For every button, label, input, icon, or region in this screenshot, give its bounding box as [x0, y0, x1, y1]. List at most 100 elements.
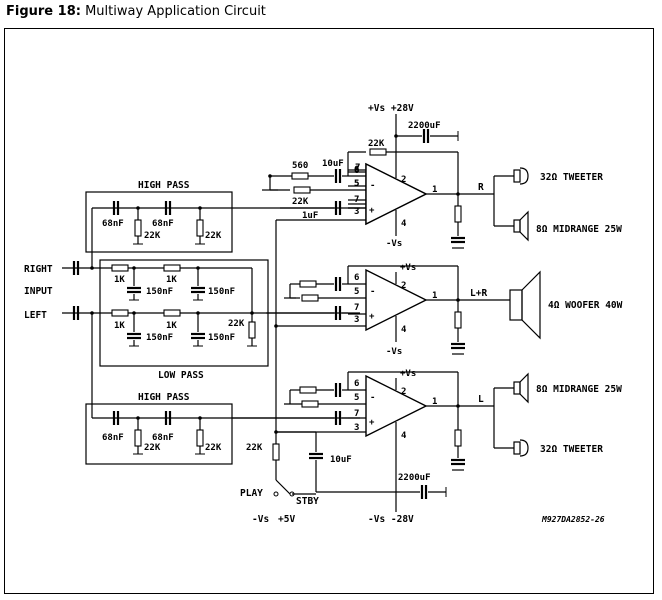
svg-text:3: 3 [354, 207, 359, 217]
svg-text:5: 5 [354, 393, 359, 403]
svg-text:68nF: 68nF [102, 433, 124, 443]
svg-text:7: 7 [354, 409, 359, 419]
resistor-22k-standby [272, 443, 280, 461]
resistor-22k [301, 294, 319, 302]
svg-text:22K: 22K [144, 231, 161, 241]
svg-text:1K: 1K [166, 275, 177, 285]
svg-text:150nF: 150nF [146, 287, 173, 297]
left-input-label: LEFT [24, 310, 47, 321]
supply-play-neg: -Vs [252, 514, 269, 525]
diagram-frame [4, 28, 654, 594]
svg-text:150nF: 150nF [146, 333, 173, 343]
svg-text:1: 1 [432, 397, 437, 407]
resistor-22k [293, 186, 311, 194]
feedback-resistor-22k-r [369, 148, 387, 156]
resistor-560 [299, 280, 317, 288]
tweeter-l-label: 32Ω TWEETER [540, 444, 603, 455]
amp2-neg-supply: -Vs [386, 347, 402, 357]
svg-text:68nF: 68nF [152, 219, 174, 229]
tweeter-r-label: 32Ω TWEETER [540, 172, 603, 183]
svg-text:1K: 1K [114, 275, 125, 285]
svg-text:560: 560 [292, 161, 308, 171]
svg-text:4: 4 [401, 431, 407, 441]
svg-text:1uF: 1uF [302, 211, 318, 221]
midrange-l-icon [513, 372, 529, 404]
capacitor-1uf [334, 199, 342, 217]
woofer-icon [509, 270, 541, 340]
svg-text:7: 7 [354, 195, 359, 205]
capacitor-10uf [334, 381, 342, 399]
high-pass-bottom-label: HIGH PASS [138, 392, 190, 403]
output-l-label: L [478, 394, 484, 405]
zobel-capacitor-lr [449, 342, 467, 350]
play-standby-switch [275, 479, 291, 495]
svg-text:6: 6 [354, 379, 359, 389]
supply-top-label: +Vs +28V [368, 103, 414, 114]
zobel-resistor-lr [454, 311, 462, 329]
amp2-pos-supply: +Vs [400, 263, 416, 273]
resistor-22k [301, 400, 319, 408]
zobel-resistor-l [454, 429, 462, 447]
svg-text:7: 7 [354, 303, 359, 313]
svg-text:+: + [369, 418, 375, 428]
input-label: INPUT [24, 286, 53, 297]
svg-text:10uF: 10uF [322, 159, 344, 169]
svg-text:+: + [369, 312, 375, 322]
svg-text:2200uF: 2200uF [398, 473, 431, 483]
capacitor-10uf [334, 275, 342, 293]
svg-text:5: 5 [354, 179, 359, 189]
svg-text:10uF: 10uF [330, 455, 352, 465]
low-pass-block: LOW PASS 1K 1K 150nF 150nF 1K 1K 150nF 1… [92, 259, 360, 381]
high-pass-bottom-box [85, 403, 233, 465]
svg-text:150nF: 150nF [208, 287, 235, 297]
stby-label: STBY [296, 496, 319, 507]
svg-text:22K: 22K [144, 443, 161, 453]
svg-text:-: - [370, 393, 375, 403]
svg-text:22K: 22K [246, 443, 263, 453]
svg-text:6: 6 [354, 273, 359, 283]
low-pass-label: LOW PASS [158, 370, 204, 381]
supply-play-pos: +5V [278, 514, 295, 525]
svg-text:2: 2 [401, 281, 406, 291]
capacitor-1uf [334, 304, 342, 322]
svg-text:5: 5 [354, 179, 359, 189]
supply-bottom-label: -Vs -28V [368, 514, 414, 525]
inputs: RIGHT INPUT LEFT [24, 259, 94, 322]
amp3-pos-supply: +Vs [400, 369, 416, 379]
svg-text:+: + [369, 206, 375, 216]
svg-text:1K: 1K [114, 321, 125, 331]
svg-text:4: 4 [401, 325, 407, 335]
svg-text:1: 1 [432, 185, 437, 195]
svg-text:22K: 22K [205, 231, 222, 241]
high-pass-top-label: HIGH PASS [138, 180, 190, 191]
svg-text:22K: 22K [292, 197, 309, 207]
amplifier-r-triangle [365, 162, 428, 226]
capacitor-10uf-standby [307, 452, 325, 460]
zobel-resistor-r [454, 205, 462, 223]
svg-text:6: 6 [354, 165, 359, 175]
svg-text:22K: 22K [228, 319, 245, 329]
svg-text:150nF: 150nF [208, 333, 235, 343]
midrange-r-icon [513, 210, 529, 242]
midrange-l-label: 8Ω MIDRANGE 25W [536, 384, 622, 395]
svg-text:6: 6 [354, 166, 359, 176]
capacitor-2200uf-bottom [420, 483, 428, 501]
tweeter-l-icon [513, 439, 529, 457]
svg-text:1: 1 [432, 291, 437, 301]
play-label: PLAY [240, 488, 263, 499]
high-pass-top-box [85, 191, 233, 253]
right-input-label: RIGHT [24, 264, 53, 275]
output-r-label: R [478, 182, 484, 193]
resistor-560 [299, 386, 317, 394]
amp1-pin-4: 4 [401, 219, 407, 229]
svg-text:68nF: 68nF [152, 433, 174, 443]
high-pass-top-block: HIGH PASS 68nF 68nF 22K 22K [85, 180, 360, 268]
amp1-neg-supply: -Vs [386, 239, 402, 249]
svg-text:2: 2 [401, 387, 406, 397]
svg-text:5: 5 [354, 287, 359, 297]
svg-text:68nF: 68nF [102, 219, 124, 229]
svg-text:3: 3 [354, 423, 359, 433]
resistor-560 [291, 172, 309, 180]
drawing-code: M927DA2852-26 [541, 515, 605, 524]
